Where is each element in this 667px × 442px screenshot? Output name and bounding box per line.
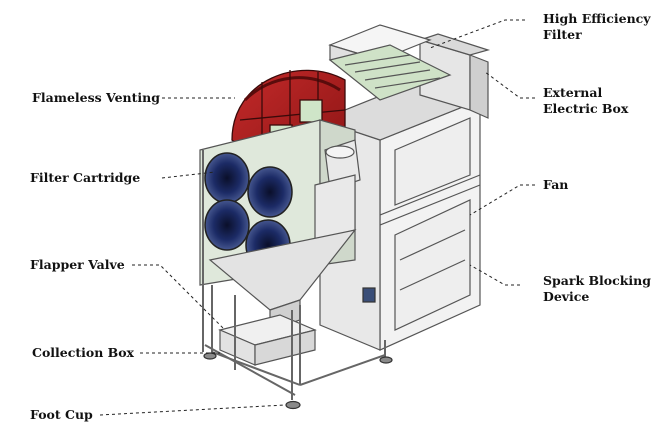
label-filter-cartridge: Filter Cartridge <box>30 170 141 185</box>
hepa-filter <box>328 24 452 101</box>
label-external-electric-box-line1: External <box>543 85 603 100</box>
label-flapper-valve: Flapper Valve <box>30 257 125 272</box>
label-collection-box: Collection Box <box>32 345 135 360</box>
label-foot-cup: Foot Cup <box>30 407 93 422</box>
label-spark-blocking-device-line2: Device <box>543 289 590 304</box>
electric-box <box>418 33 491 119</box>
label-external-electric-box-line2: Electric Box <box>543 101 629 116</box>
leader-lines <box>99 19 535 416</box>
label-high-efficiency-filter-line1: High Efficiency <box>543 11 651 26</box>
label-high-efficiency-filter-line2: Filter <box>543 27 582 42</box>
label-fan: Fan <box>543 177 569 192</box>
foot-cups <box>203 352 393 410</box>
label-flameless-venting: Flameless Venting <box>32 90 160 105</box>
filter-cartridges <box>204 152 293 271</box>
frame <box>202 150 386 400</box>
label-spark-blocking-device-line1: Spark Blocking <box>543 273 651 288</box>
duct <box>314 139 361 241</box>
